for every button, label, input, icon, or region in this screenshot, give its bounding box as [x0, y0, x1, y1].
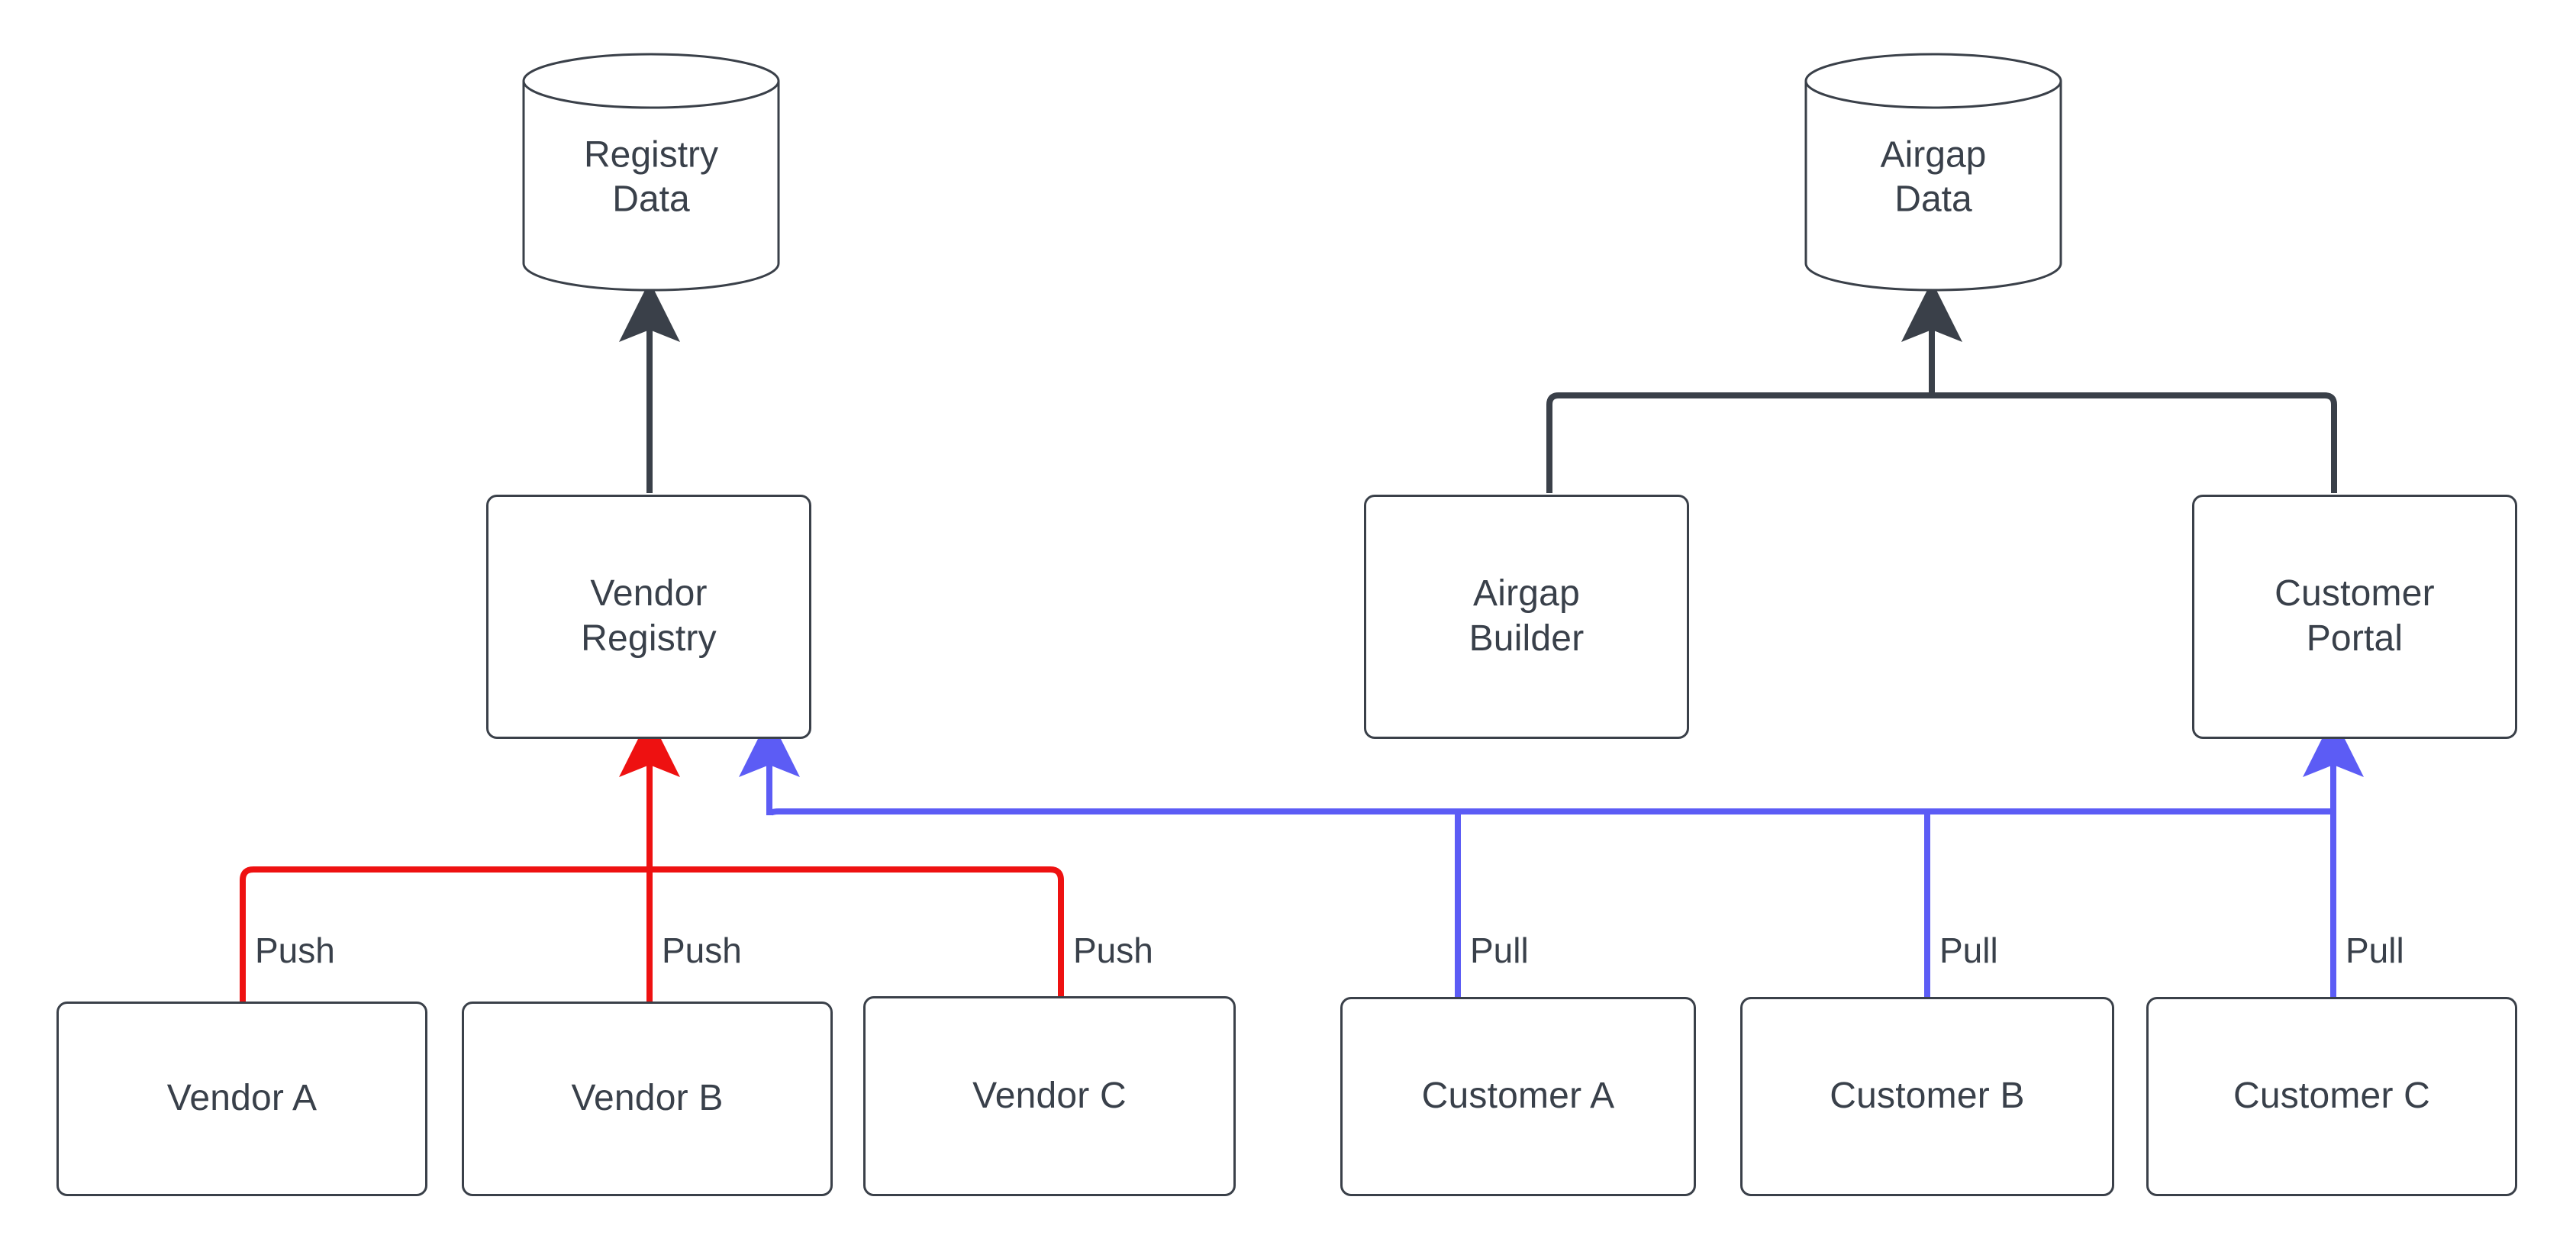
datastore-label: Registry Data — [583, 134, 719, 220]
service-vendor-registry[interactable]: Vendor Registry — [486, 495, 811, 739]
edge-vendor-a-push — [240, 866, 650, 1002]
edge-label-push-vendor-c: Push — [1073, 931, 1153, 970]
service-customer-portal[interactable]: Customer Portal — [2192, 495, 2517, 739]
datastore-label: Airgap Data — [1880, 134, 1987, 220]
edge-label-push-vendor-b: Push — [662, 931, 742, 970]
edge-label-pull-customer-c: Pull — [2345, 931, 2404, 970]
actor-vendor-c[interactable]: Vendor C — [863, 996, 1236, 1196]
database-cylinder-icon — [522, 53, 780, 292]
actor-vendor-b[interactable]: Vendor B — [462, 1002, 833, 1196]
edge-vendor-c-push — [650, 866, 1064, 996]
service-airgap-builder[interactable]: Airgap Builder — [1364, 495, 1689, 739]
actor-customer-b[interactable]: Customer B — [1740, 997, 2114, 1196]
edge-label-push-vendor-a: Push — [255, 931, 335, 970]
edge-label-pull-customer-b: Pull — [1939, 931, 1998, 970]
edge-customer-portal-to-bus — [1932, 392, 2337, 493]
actor-vendor-a[interactable]: Vendor A — [56, 1002, 427, 1196]
database-cylinder-icon — [1804, 53, 2062, 292]
edge-airgap-builder-to-bus — [1546, 392, 1932, 493]
edge-pull-bus-horizontal — [766, 808, 2333, 816]
actor-customer-a[interactable]: Customer A — [1340, 997, 1696, 1196]
edge-label-pull-customer-a: Pull — [1470, 931, 1529, 970]
datastore-airgap-data[interactable]: Airgap Data — [1804, 52, 2063, 292]
datastore-registry-data[interactable]: Registry Data — [521, 52, 781, 292]
actor-customer-c[interactable]: Customer C — [2146, 997, 2517, 1196]
